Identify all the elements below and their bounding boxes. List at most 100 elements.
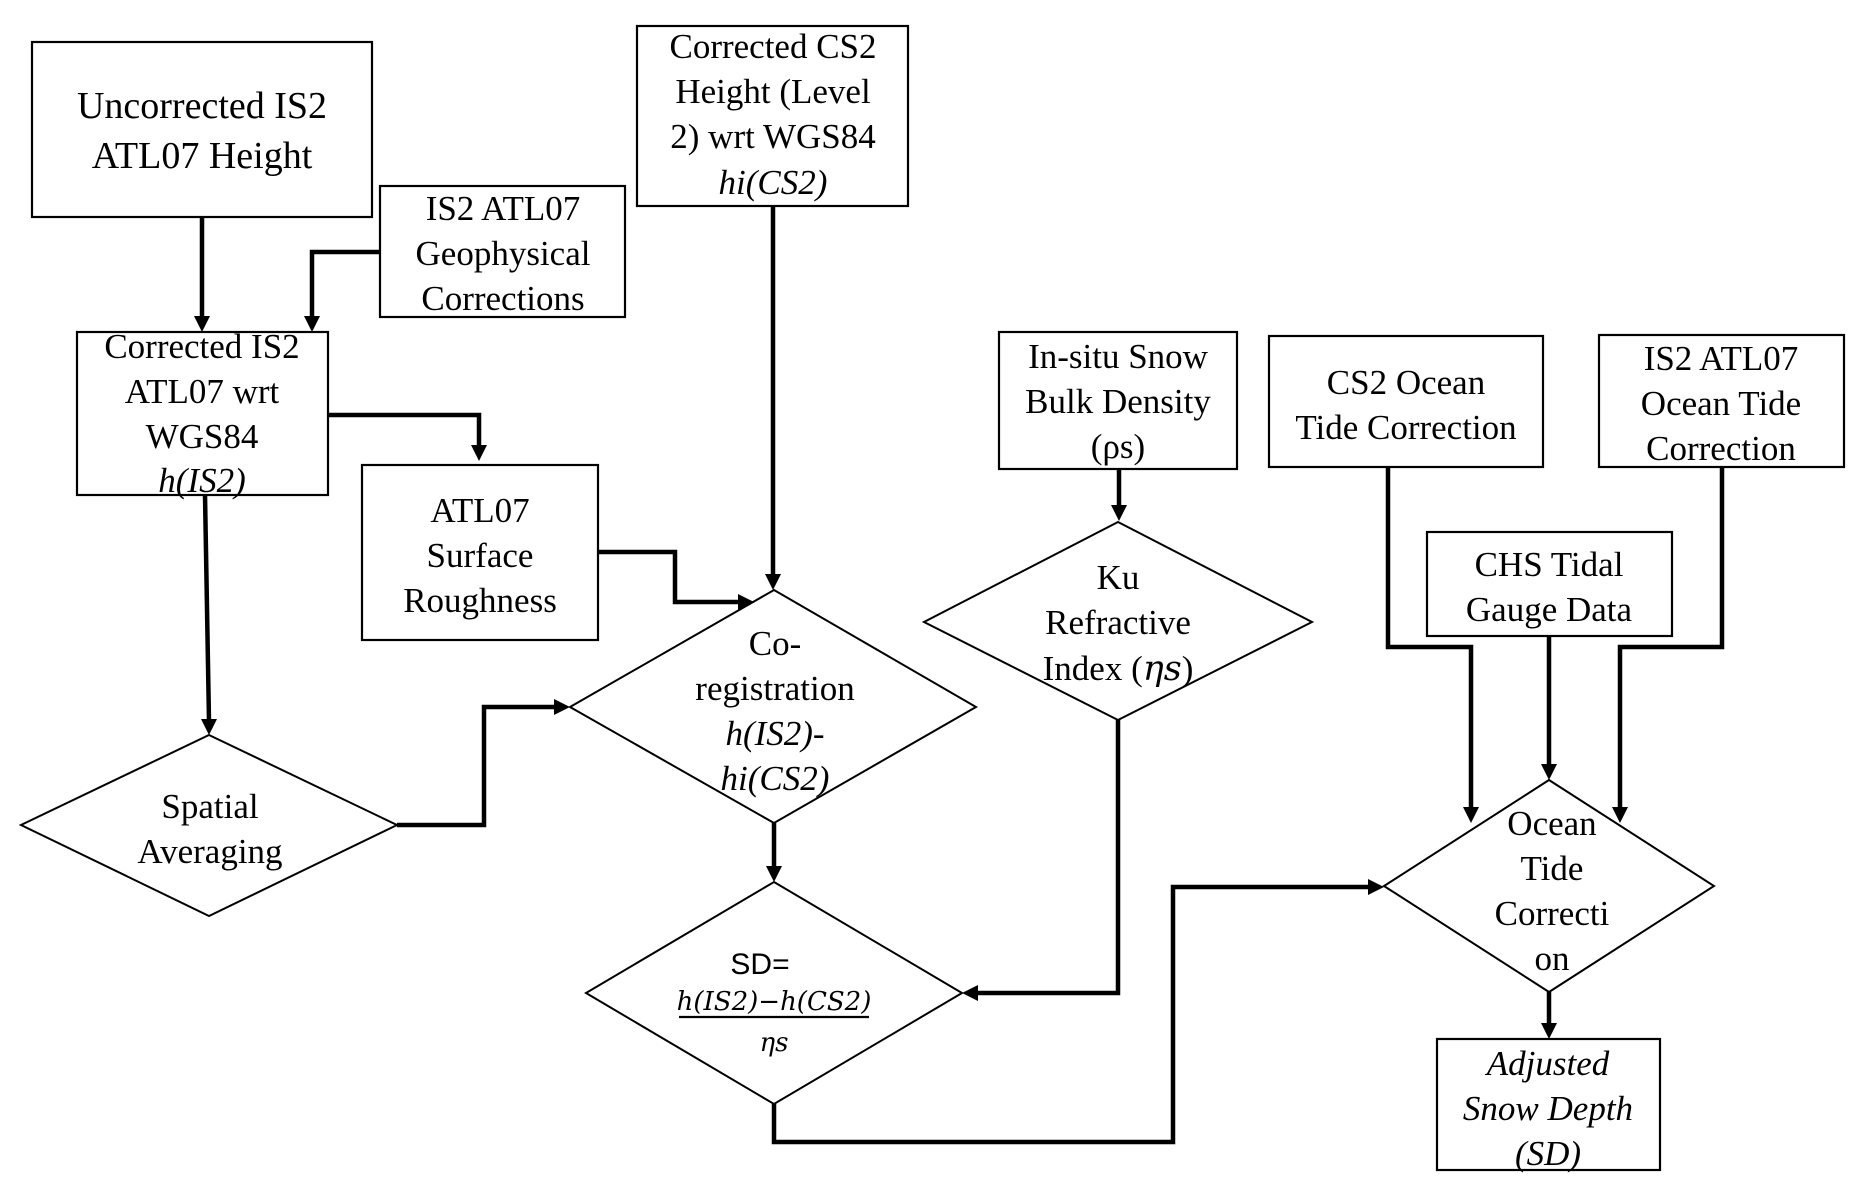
- node-label-line: CS2 Ocean: [1327, 363, 1485, 402]
- node-label-line: Co-: [749, 624, 802, 663]
- node-box: [1597, 333, 1846, 469]
- node-label-line: Tide: [1521, 849, 1584, 888]
- node-label-line: Correction: [1646, 429, 1796, 468]
- node-label-variable: hi(CS2): [721, 759, 830, 798]
- node-chs-tidal-gauge: CHS Tidal Gauge Data: [1425, 530, 1674, 638]
- node-insitu-snow-density: In-situ Snow Bulk Density (ρs): [997, 330, 1239, 471]
- node-box: [30, 40, 374, 219]
- arrowhead-icon: [304, 316, 320, 332]
- node-label-line: Correcti: [1495, 894, 1610, 933]
- node-label-line: Bulk Density: [1025, 382, 1211, 421]
- node-label-line: Corrected CS2: [669, 27, 876, 66]
- node-label-variable: hi(CS2): [719, 163, 828, 202]
- arrowhead-icon: [1612, 807, 1628, 823]
- node-diamond: [921, 520, 1315, 722]
- node-label-line: Snow Depth: [1463, 1089, 1633, 1128]
- node-uncorrected-is2-height: Uncorrected IS2 ATL07 Height: [30, 40, 374, 219]
- node-box: [997, 330, 1239, 471]
- formula-prefix: SD=: [730, 948, 789, 981]
- node-label-line: 2) wrt WGS84: [670, 117, 875, 156]
- node-label-line: Surface: [427, 536, 534, 575]
- edge-roughness-to-coregistration: [595, 549, 740, 605]
- edge-corrected-is2-to-roughness: [328, 412, 482, 447]
- arrowhead-icon: [962, 985, 978, 1001]
- node-box: [635, 24, 910, 208]
- arrowhead-icon: [765, 574, 781, 590]
- node-diamond: [1382, 778, 1716, 994]
- node-label-line: Ku: [1097, 558, 1140, 597]
- node-label-line: Ocean Tide: [1641, 384, 1801, 423]
- node-label-line: registration: [695, 669, 854, 708]
- arrowhead-icon: [1541, 1023, 1557, 1039]
- node-box: [1425, 530, 1674, 638]
- arrowhead-icon: [1541, 764, 1557, 780]
- edge-geophysical-to-corrected-is2: [309, 249, 380, 318]
- edge-spatial-to-coregistration: [397, 704, 556, 828]
- node-label-line: Roughness: [403, 581, 557, 620]
- node-box: [1267, 334, 1545, 469]
- arrowhead-icon: [471, 445, 487, 461]
- connectors: [194, 206, 1725, 1145]
- node-label-line: Corrected IS2: [104, 327, 299, 366]
- node-label-line: ATL07 wrt: [125, 372, 280, 411]
- node-ku-refractive-index: Ku Refractive Index (ηs): [921, 520, 1315, 722]
- node-corrected-is2: Corrected IS2 ATL07 wrt WGS84 h(IS2): [75, 327, 330, 500]
- node-label-line: CHS Tidal: [1475, 545, 1624, 584]
- node-label-line: WGS84: [146, 417, 259, 456]
- node-label-line: Index (ηs): [1043, 649, 1194, 689]
- node-snow-depth-formula: SD= h(IS2)−h(CS2) ηs: [584, 880, 964, 1106]
- arrowhead-icon: [1368, 879, 1384, 895]
- node-label-line: IS2 ATL07: [1644, 339, 1799, 378]
- node-label-line: Ocean: [1507, 804, 1596, 843]
- arrowhead-icon: [1111, 505, 1127, 521]
- node-label-line: Uncorrected IS2: [77, 85, 327, 127]
- node-label-line: Geophysical: [416, 234, 591, 273]
- node-label-line: (ρs): [1091, 427, 1145, 466]
- node-label-line: ATL07 Height: [92, 135, 313, 177]
- node-surface-roughness: ATL07 Surface Roughness: [360, 463, 600, 642]
- eta-s-symbol: ηs: [1143, 649, 1182, 689]
- node-label-line: Gauge Data: [1466, 590, 1633, 629]
- arrowhead-icon: [738, 594, 754, 610]
- node-spatial-averaging: Spatial Averaging: [18, 733, 400, 918]
- node-label-line: Corrections: [421, 279, 584, 318]
- node-diamond: [18, 733, 400, 918]
- edge-corrected-is2-to-spatial: [202, 494, 212, 722]
- node-cs2-ocean-tide: CS2 Ocean Tide Correction: [1267, 334, 1545, 469]
- node-label-line: Height (Level: [675, 72, 871, 111]
- node-box: [378, 184, 627, 319]
- node-label-line: Adjusted: [1485, 1044, 1610, 1083]
- arrowhead-icon: [1463, 807, 1479, 823]
- node-box: [1435, 1037, 1662, 1172]
- node-label-variable: h(IS2): [158, 461, 245, 500]
- node-is2-ocean-tide: IS2 ATL07 Ocean Tide Correction: [1597, 333, 1846, 469]
- arrowhead-icon: [766, 866, 782, 882]
- node-diamond: [567, 588, 979, 825]
- node-label-variable: h(IS2)-: [725, 714, 824, 753]
- node-coregistration: Co- registration h(IS2)- hi(CS2): [567, 588, 979, 825]
- node-label-line: Spatial: [161, 787, 258, 826]
- edge-cs2-tide-to-ocean-tide: [1385, 467, 1474, 809]
- node-label-line: ATL07: [430, 491, 529, 530]
- node-is2-geophysical-corrections: IS2 ATL07 Geophysical Corrections: [378, 184, 627, 319]
- node-label-line: In-situ Snow: [1028, 337, 1209, 376]
- node-label-line: IS2 ATL07: [426, 189, 581, 228]
- formula-numerator: h(IS2)−h(CS2): [677, 987, 872, 1017]
- node-label-line: Averaging: [137, 832, 282, 871]
- arrowhead-icon: [554, 699, 570, 715]
- node-label-text: ): [1182, 649, 1194, 688]
- arrowhead-icon: [194, 316, 210, 332]
- edge-ku-to-sd: [976, 720, 1121, 996]
- node-diamond: [584, 880, 964, 1106]
- formula-denominator: ηs: [760, 1028, 789, 1058]
- node-label-line: Refractive: [1045, 603, 1191, 642]
- node-adjusted-snow-depth: Adjusted Snow Depth (SD): [1435, 1037, 1662, 1173]
- edge-is2-tide-to-ocean-tide: [1617, 467, 1725, 809]
- node-corrected-cs2: Corrected CS2 Height (Level 2) wrt WGS84…: [635, 24, 910, 208]
- node-label-line: Tide Correction: [1295, 408, 1516, 447]
- node-label-line: on: [1535, 939, 1570, 978]
- node-box: [360, 463, 600, 642]
- node-label-text: Index (: [1043, 649, 1143, 688]
- node-ocean-tide-correction: Ocean Tide Correcti on: [1382, 778, 1716, 994]
